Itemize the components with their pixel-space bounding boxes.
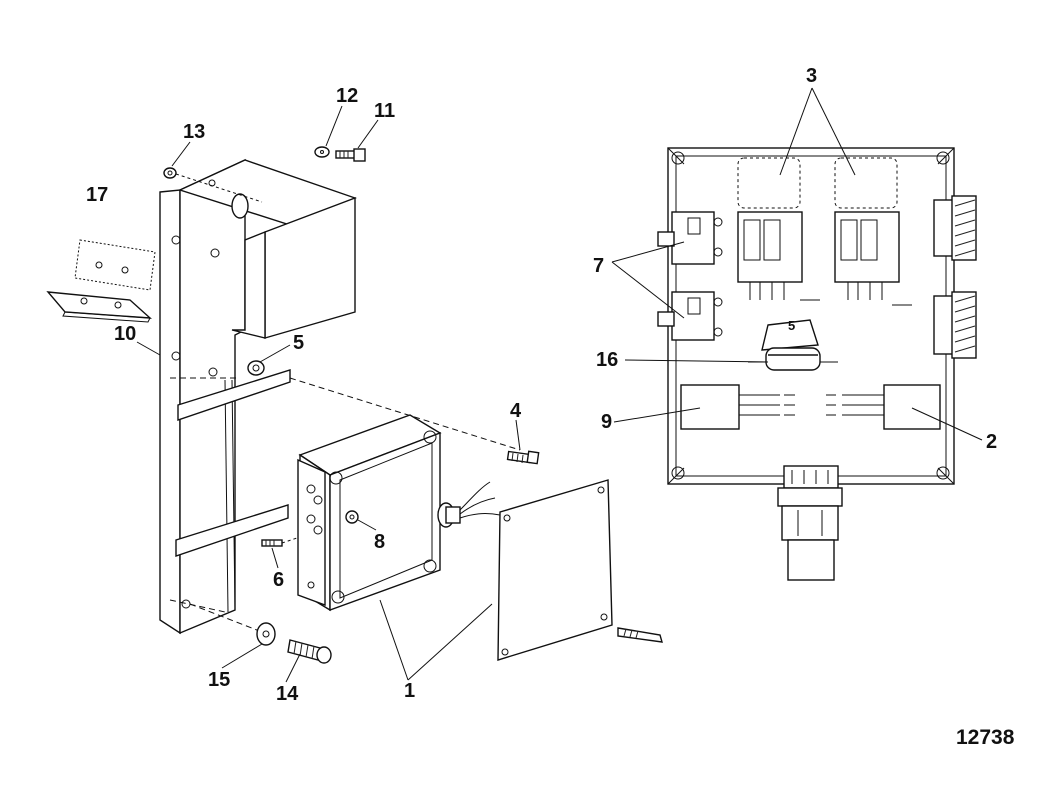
callout-13: 13 xyxy=(183,121,205,143)
shim-plate-part-17 xyxy=(46,239,156,323)
callout-11: 11 xyxy=(374,100,395,122)
box-cover-part-1 xyxy=(497,479,613,661)
callout-6: 6 xyxy=(273,569,284,591)
callout-5: 5 xyxy=(293,332,304,354)
callout-2: 2 xyxy=(986,431,997,453)
callout-16: 16 xyxy=(596,349,618,371)
junction-box-interior xyxy=(657,147,977,581)
screw-washer-parts-11-12 xyxy=(314,146,366,162)
callout-15: 15 xyxy=(208,669,230,691)
callout-5-inner: 5 xyxy=(788,318,795,333)
control-box-part-1 xyxy=(297,414,501,612)
callout-8: 8 xyxy=(374,531,385,553)
leader-lines xyxy=(136,87,983,683)
figure-number: 12738 xyxy=(956,726,1015,749)
nut-part-13 xyxy=(163,167,263,203)
callout-7: 7 xyxy=(593,255,604,277)
callout-17: 17 xyxy=(86,184,108,206)
callout-1: 1 xyxy=(404,680,415,702)
screw-part-6 xyxy=(261,536,301,547)
cover-screw xyxy=(617,627,663,643)
nut-part-5 xyxy=(247,360,521,451)
callout-12: 12 xyxy=(336,85,358,107)
callout-14: 14 xyxy=(276,683,299,705)
bolt-washer-parts-14-15 xyxy=(189,603,332,664)
mounting-bracket xyxy=(159,158,357,635)
callout-10: 10 xyxy=(114,323,136,345)
callout-4: 4 xyxy=(510,400,522,422)
screw-part-4 xyxy=(506,450,540,465)
callout-9: 9 xyxy=(601,411,612,433)
callout-3: 3 xyxy=(806,65,817,87)
